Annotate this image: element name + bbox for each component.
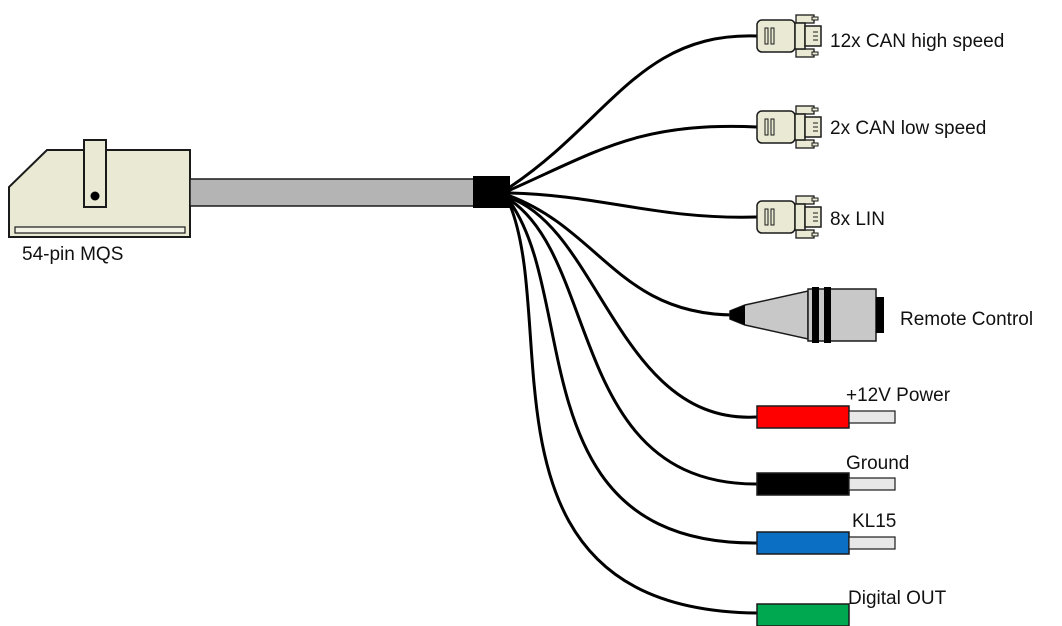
wire-can-ls (508, 124, 759, 192)
dsub-connector-lin (756, 195, 822, 239)
mqs-latch (83, 139, 107, 208)
banana-plug-digout (756, 603, 850, 626)
round-plug-remote (729, 287, 884, 343)
connector-label-digout: Digital OUT (848, 588, 947, 609)
wire-kl15 (508, 200, 759, 545)
connector-label-can-hs: 12x CAN high speed (830, 31, 1004, 52)
wire-power (508, 196, 759, 419)
mqs-connector-bottom-strip (14, 226, 186, 234)
connector-label-lin: 8x LIN (830, 209, 885, 230)
remote-plug-end (876, 297, 884, 333)
connector-label-remote: Remote Control (900, 309, 1033, 330)
wire-digout (508, 203, 759, 615)
main-cable (189, 178, 475, 207)
banana-plug-ground (756, 472, 896, 496)
dsub-connector-can-hs (756, 14, 822, 58)
connector-label-kl15: KL15 (852, 511, 896, 532)
wire-remote (508, 194, 737, 317)
wire-ground (508, 198, 759, 486)
mqs-connector-label: 54-pin MQS (22, 244, 123, 265)
dsub-connector-can-ls (756, 105, 822, 149)
connector-label-can-ls: 2x CAN low speed (830, 118, 986, 139)
cable-splitter (473, 176, 510, 208)
wire-can-hs (508, 34, 759, 189)
connector-label-ground: Ground (846, 453, 909, 474)
connector-label-power: +12V Power (846, 385, 951, 406)
wires (508, 34, 759, 615)
wire-lin (508, 191, 759, 219)
banana-plug-power (756, 405, 896, 429)
mqs-connector (8, 139, 191, 238)
remote-plug-body (807, 288, 877, 342)
banana-plug-kl15 (756, 531, 896, 555)
mqs-latch-dot (90, 191, 100, 201)
